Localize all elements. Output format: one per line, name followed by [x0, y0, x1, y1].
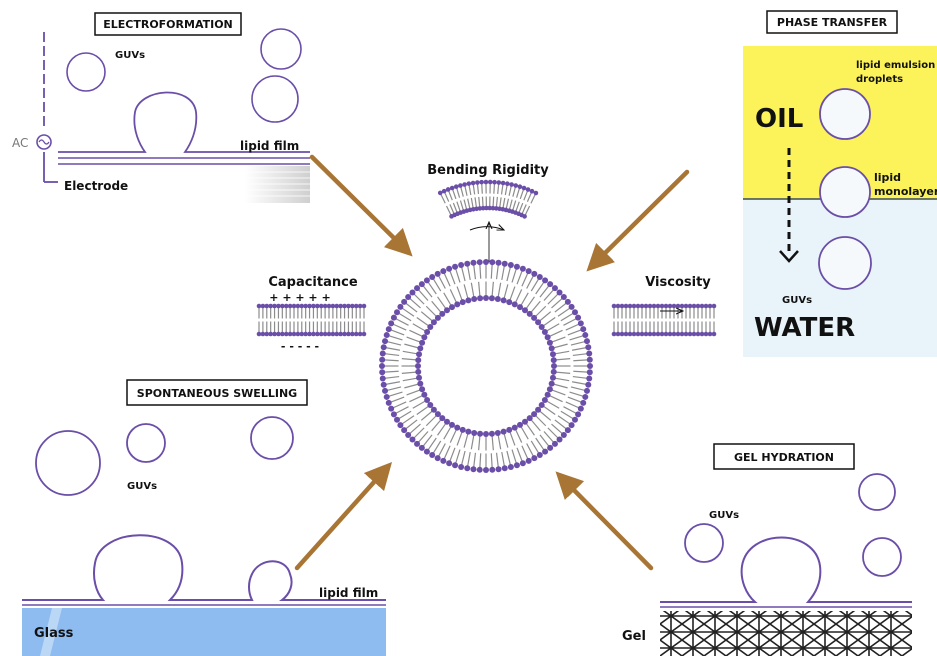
- spontaneous-title: SPONTANEOUS SWELLING: [137, 387, 297, 400]
- electroformation-film-label: lipid film: [240, 139, 299, 153]
- glass-label: Glass: [34, 626, 74, 641]
- gel-title-box: [713, 443, 855, 470]
- guv-circle: [250, 416, 294, 460]
- arrow-phase-transfer: [586, 169, 690, 272]
- arrow-spontaneous-swelling: [294, 461, 393, 571]
- electroformation-guvs-label: GUVs: [115, 50, 145, 61]
- spontaneous-title-box: [126, 379, 308, 406]
- ac-label: AC: [12, 136, 28, 150]
- electroformation-title-box: [94, 12, 242, 36]
- phase-transfer-title: PHASE TRANSFER: [777, 16, 888, 29]
- capacitance-minus: - - - - -: [281, 340, 319, 353]
- gel-label: Gel: [622, 629, 646, 644]
- guv-circle: [260, 28, 302, 70]
- electroformation-title: ELECTROFORMATION: [103, 18, 233, 31]
- guv-circle: [35, 430, 101, 496]
- emulsion-label-1: lipid emulsion: [856, 60, 935, 71]
- bending-membrane: [437, 179, 539, 219]
- arrow-electroformation: [309, 154, 413, 257]
- gel-hydration-panel: GEL HYDRATION GUVs Gel: [622, 443, 912, 656]
- monolayer-label-1: lipid: [874, 171, 901, 184]
- glass-slide: [22, 608, 386, 656]
- water-label: WATER: [754, 313, 855, 343]
- guv-circle: [858, 473, 896, 511]
- gel-title: GEL HYDRATION: [734, 451, 834, 464]
- guv-circle: [862, 537, 902, 577]
- gel-guvs-label: GUVs: [709, 510, 739, 521]
- central-vesicle-bilayer: [379, 259, 593, 473]
- capacitance-membrane: [256, 303, 367, 337]
- guv-circle: [126, 423, 166, 463]
- gel-matrix: [660, 611, 912, 656]
- oil-label: OIL: [755, 104, 803, 134]
- glass-highlight: [40, 608, 62, 656]
- electroformation-panel: ELECTROFORMATION AC GUVs lipid film Elec…: [12, 12, 310, 203]
- guv-circle: [251, 75, 299, 123]
- capacitance-label: Capacitance: [268, 275, 358, 290]
- phase-transfer-panel: PHASE TRANSFER lipid emulsion droplets O…: [743, 10, 937, 357]
- bending-arc-arrow: [469, 227, 504, 230]
- guv-in-water: [818, 236, 872, 290]
- electrode-label: Electrode: [64, 179, 128, 193]
- spontaneous-guvs-label: GUVs: [127, 481, 157, 492]
- monolayer-droplet: [819, 166, 871, 218]
- arrow-gel-hydration: [555, 471, 654, 571]
- monolayer-label-2: monolayer: [874, 185, 937, 198]
- gel-film-bud: [660, 536, 912, 603]
- lipid-film-bud: [58, 91, 310, 153]
- spontaneous-swelling-panel: SPONTANEOUS SWELLING GUVs lipid film Gla…: [22, 379, 386, 656]
- guv-circle: [66, 52, 106, 92]
- viscosity-label: Viscosity: [645, 275, 711, 290]
- emulsion-label-2: droplets: [856, 74, 903, 85]
- bending-rigidity-label: Bending Rigidity: [427, 163, 549, 178]
- phase-transfer-title-box: [766, 10, 898, 34]
- guv-circle: [684, 523, 724, 563]
- viscosity-membrane: [611, 303, 717, 337]
- emulsion-droplet: [819, 88, 871, 140]
- capacitance-plus: + + + + +: [269, 291, 330, 304]
- transfer-arrow-head: [779, 250, 799, 263]
- swelling-film-buds: [22, 534, 386, 601]
- phase-transfer-guvs-label: GUVs: [782, 295, 812, 306]
- spontaneous-film-label: lipid film: [319, 586, 378, 600]
